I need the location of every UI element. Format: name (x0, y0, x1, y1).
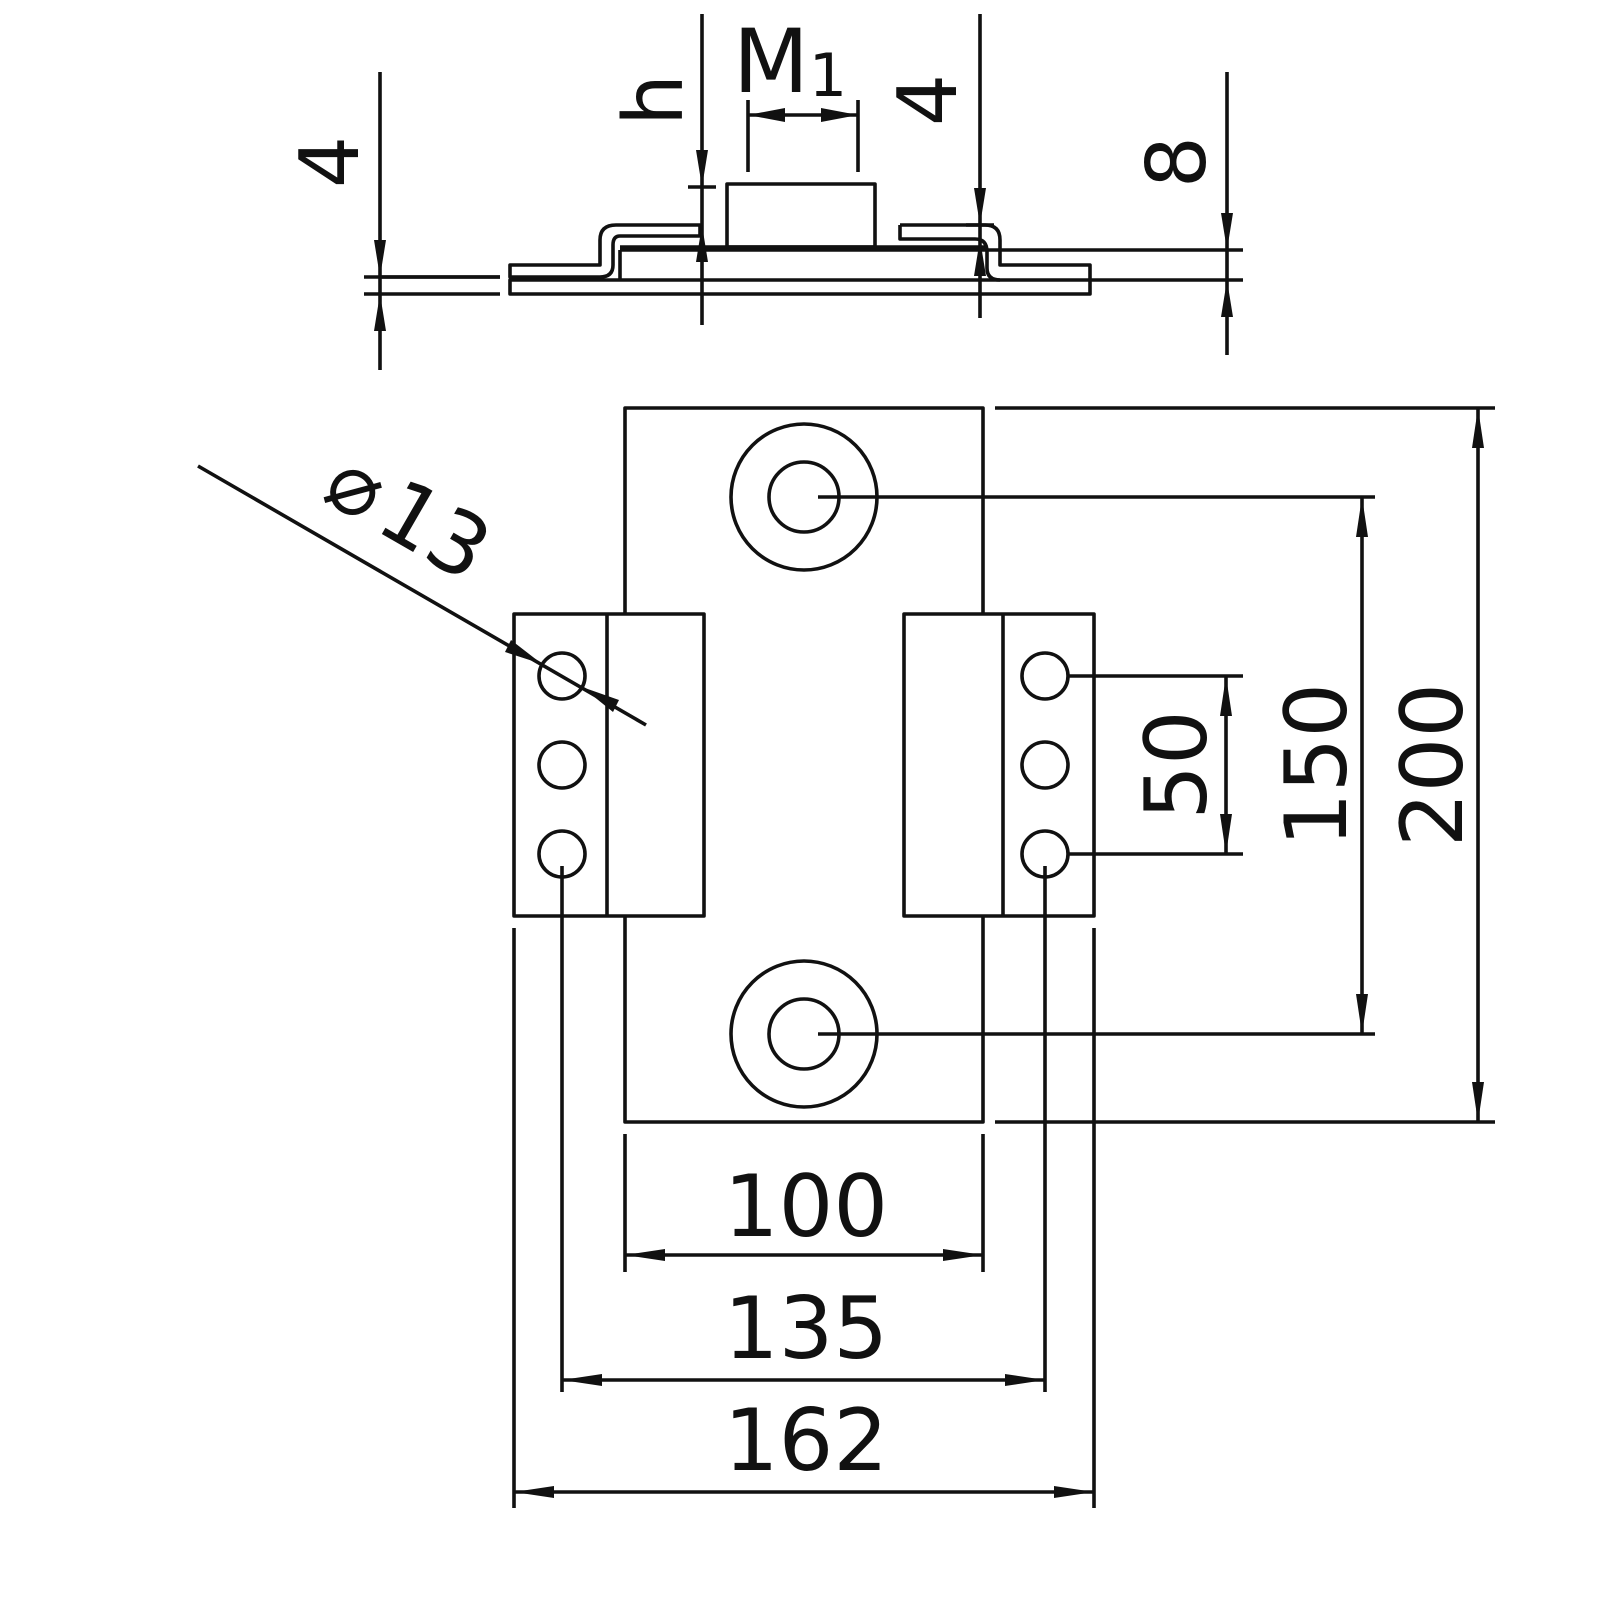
arrow (374, 294, 386, 331)
arrow (1221, 280, 1233, 317)
arrow (1054, 1486, 1094, 1498)
dim-thickness-left-label: 4 (283, 136, 378, 188)
arrow (696, 150, 708, 187)
arrow (582, 687, 619, 712)
dim-height-outer-lines (995, 406, 1495, 1124)
dim-width-total-lines (512, 928, 1096, 1508)
right-hole-mid (1020, 740, 1070, 790)
left-bracket (512, 612, 706, 918)
dim-total-height-label: 8 (1130, 136, 1225, 188)
arrow (943, 1249, 983, 1261)
arrow (1356, 994, 1368, 1034)
side-boss-block (725, 182, 877, 249)
dim-m1-main: M (733, 10, 809, 113)
dim-total-height-lines (1000, 72, 1243, 355)
arrow (974, 239, 986, 276)
right-hole-top (1020, 651, 1070, 701)
left-hole-top (537, 651, 587, 701)
arrow (748, 108, 785, 122)
arrow (625, 1249, 665, 1261)
arrow (1472, 408, 1484, 448)
right-bracket (902, 612, 1096, 918)
dim-height-outer-label: 200 (1383, 683, 1483, 847)
arrow (505, 640, 542, 664)
dim-h-label: h (607, 74, 702, 126)
side-mid-bar (618, 245, 1000, 280)
dim-hole-pitch-label: 50 (1127, 710, 1227, 819)
dim-m1-label: M1 (733, 10, 847, 113)
left-hole-mid (537, 740, 587, 790)
dim-width-total-label: 162 (724, 1391, 888, 1491)
arrow (1005, 1374, 1045, 1386)
arrow (1356, 497, 1368, 537)
dim-m1-subscript: 1 (809, 41, 847, 111)
arrow (1220, 814, 1232, 854)
arrow (696, 225, 708, 262)
arrow (821, 108, 858, 122)
dim-hole-diameter-leader (197, 464, 647, 727)
dim-width-plate-label: 100 (724, 1157, 888, 1257)
arrow (1221, 213, 1233, 250)
arrow (1220, 676, 1232, 716)
plan-view: ⌀ 13 200 150 50 100 135 162 (197, 406, 1495, 1508)
side-right-profile (898, 223, 1092, 282)
dim-width-holes-lines (560, 866, 1047, 1392)
arrow (514, 1486, 554, 1498)
dim-width-holes-label: 135 (724, 1279, 888, 1379)
dim-height-inner-label: 150 (1267, 683, 1367, 847)
arrow (562, 1374, 602, 1386)
dim-width-plate-lines (623, 1134, 985, 1272)
center-plate-outline (623, 406, 985, 1124)
dim-thickness-right-label: 4 (881, 74, 976, 126)
arrow (974, 188, 986, 225)
side-view: 4 h M1 4 8 (283, 10, 1243, 370)
dim-height-inner-lines (818, 495, 1375, 1036)
arrow (1472, 1082, 1484, 1122)
side-base-bar (508, 278, 1092, 296)
arrow (374, 240, 386, 277)
